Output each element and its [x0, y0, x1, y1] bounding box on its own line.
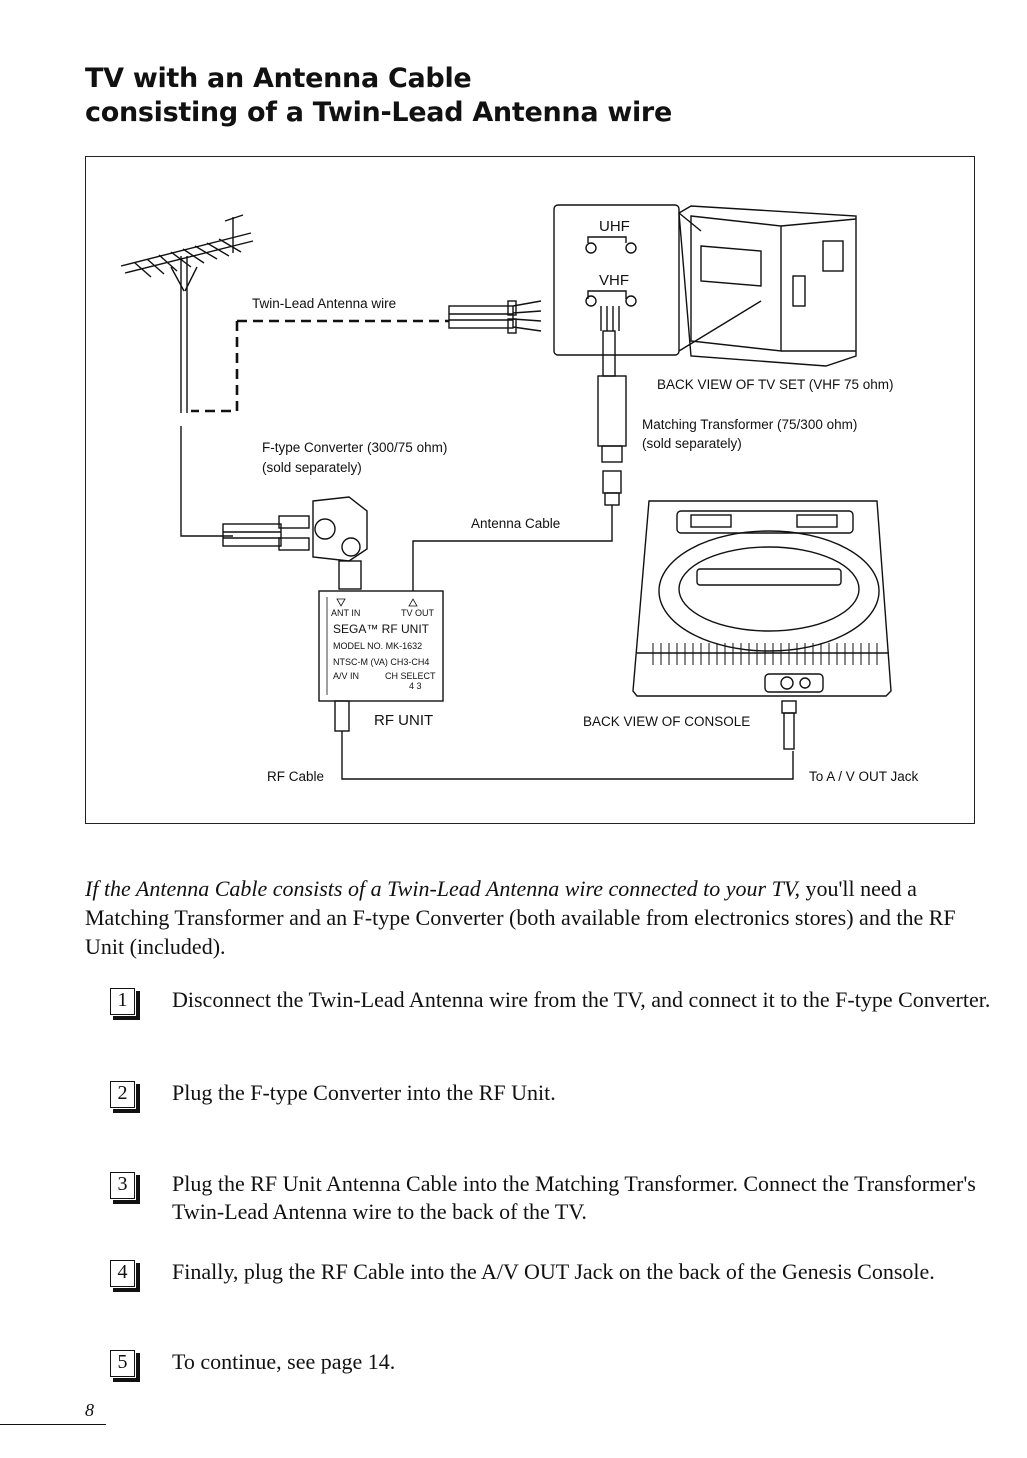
- twin-lead-connector-icon: [448, 300, 542, 334]
- uhf-label: UHF: [599, 218, 630, 235]
- intro-rest: you'll need a Matching Transformer and a…: [85, 876, 956, 959]
- step-text-3: Plug the RF Unit Antenna Cable into the …: [172, 1171, 976, 1224]
- rf-unit-tv-out-label: TV OUT: [401, 608, 435, 618]
- antenna-cable-label: Antenna Cable: [471, 516, 560, 531]
- av-out-jack-label: To A / V OUT Jack: [809, 769, 919, 784]
- step-text-2: Plug the F-type Converter into the RF Un…: [172, 1080, 556, 1105]
- heading-line-1: TV with an Antenna Cable: [85, 63, 472, 94]
- step-number-4: 4: [110, 1260, 140, 1292]
- step-number-5: 5: [110, 1350, 140, 1382]
- connection-diagram: Twin-Lead Antenna wire UHF VHF BACK VIEW…: [85, 156, 975, 824]
- antenna-icon: [120, 214, 254, 413]
- heading-line-2: consisting of a Twin-Lead Antenna wire: [85, 97, 672, 128]
- f-type-converter-icon: [180, 426, 368, 590]
- step-number-3: 3: [110, 1172, 140, 1204]
- step-number-2: 2: [110, 1081, 140, 1113]
- rf-unit-title-label: SEGA™ RF UNIT: [333, 622, 430, 636]
- tv-antenna-terminal-icon: [553, 204, 680, 356]
- step-number-1: 1: [110, 988, 140, 1020]
- rf-unit-icon: [318, 590, 794, 780]
- back-view-console-label: BACK VIEW OF CONSOLE: [583, 714, 750, 729]
- step-text-5: To continue, see page 14.: [172, 1349, 396, 1374]
- twin-lead-label: Twin-Lead Antenna wire: [252, 296, 396, 311]
- intro-paragraph: If the Antenna Cable consists of a Twin-…: [85, 874, 985, 961]
- step-text-1: Disconnect the Twin-Lead Antenna wire fr…: [172, 987, 991, 1012]
- tv-set-icon: [678, 205, 857, 367]
- matching-sold-separately-label: (sold separately): [642, 436, 742, 451]
- rf-unit-ch-values-label: 4 3: [409, 681, 422, 691]
- f-type-sold-separately-label: (sold separately): [262, 460, 362, 475]
- rf-unit-ant-in-label: ANT IN: [331, 608, 360, 618]
- rf-unit-model-label: MODEL NO. MK-1632: [333, 641, 422, 651]
- rf-unit-av-in-label: A/V IN: [333, 671, 359, 681]
- page-heading: TV with an Antenna Cable consisting of a…: [85, 62, 672, 130]
- rf-unit-ch-select-label: CH SELECT: [385, 671, 436, 681]
- page-number-rule: [0, 1424, 106, 1425]
- console-icon: [632, 500, 892, 750]
- rf-cable-label: RF Cable: [267, 769, 324, 784]
- rf-unit-ntsc-label: NTSC-M (VA) CH3-CH4: [333, 657, 429, 667]
- back-view-tv-label: BACK VIEW OF TV SET (VHF 75 ohm): [657, 377, 894, 392]
- f-type-converter-label: F-type Converter (300/75 ohm): [262, 440, 447, 455]
- matching-transformer-icon: [412, 330, 627, 591]
- step-text-4: Finally, plug the RF Cable into the A/V …: [172, 1259, 935, 1284]
- page-number: 8: [85, 1400, 94, 1420]
- vhf-label: VHF: [599, 272, 629, 289]
- intro-italic: If the Antenna Cable consists of a Twin-…: [85, 876, 800, 901]
- matching-transformer-label: Matching Transformer (75/300 ohm): [642, 417, 857, 432]
- rf-unit-label: RF UNIT: [374, 712, 433, 729]
